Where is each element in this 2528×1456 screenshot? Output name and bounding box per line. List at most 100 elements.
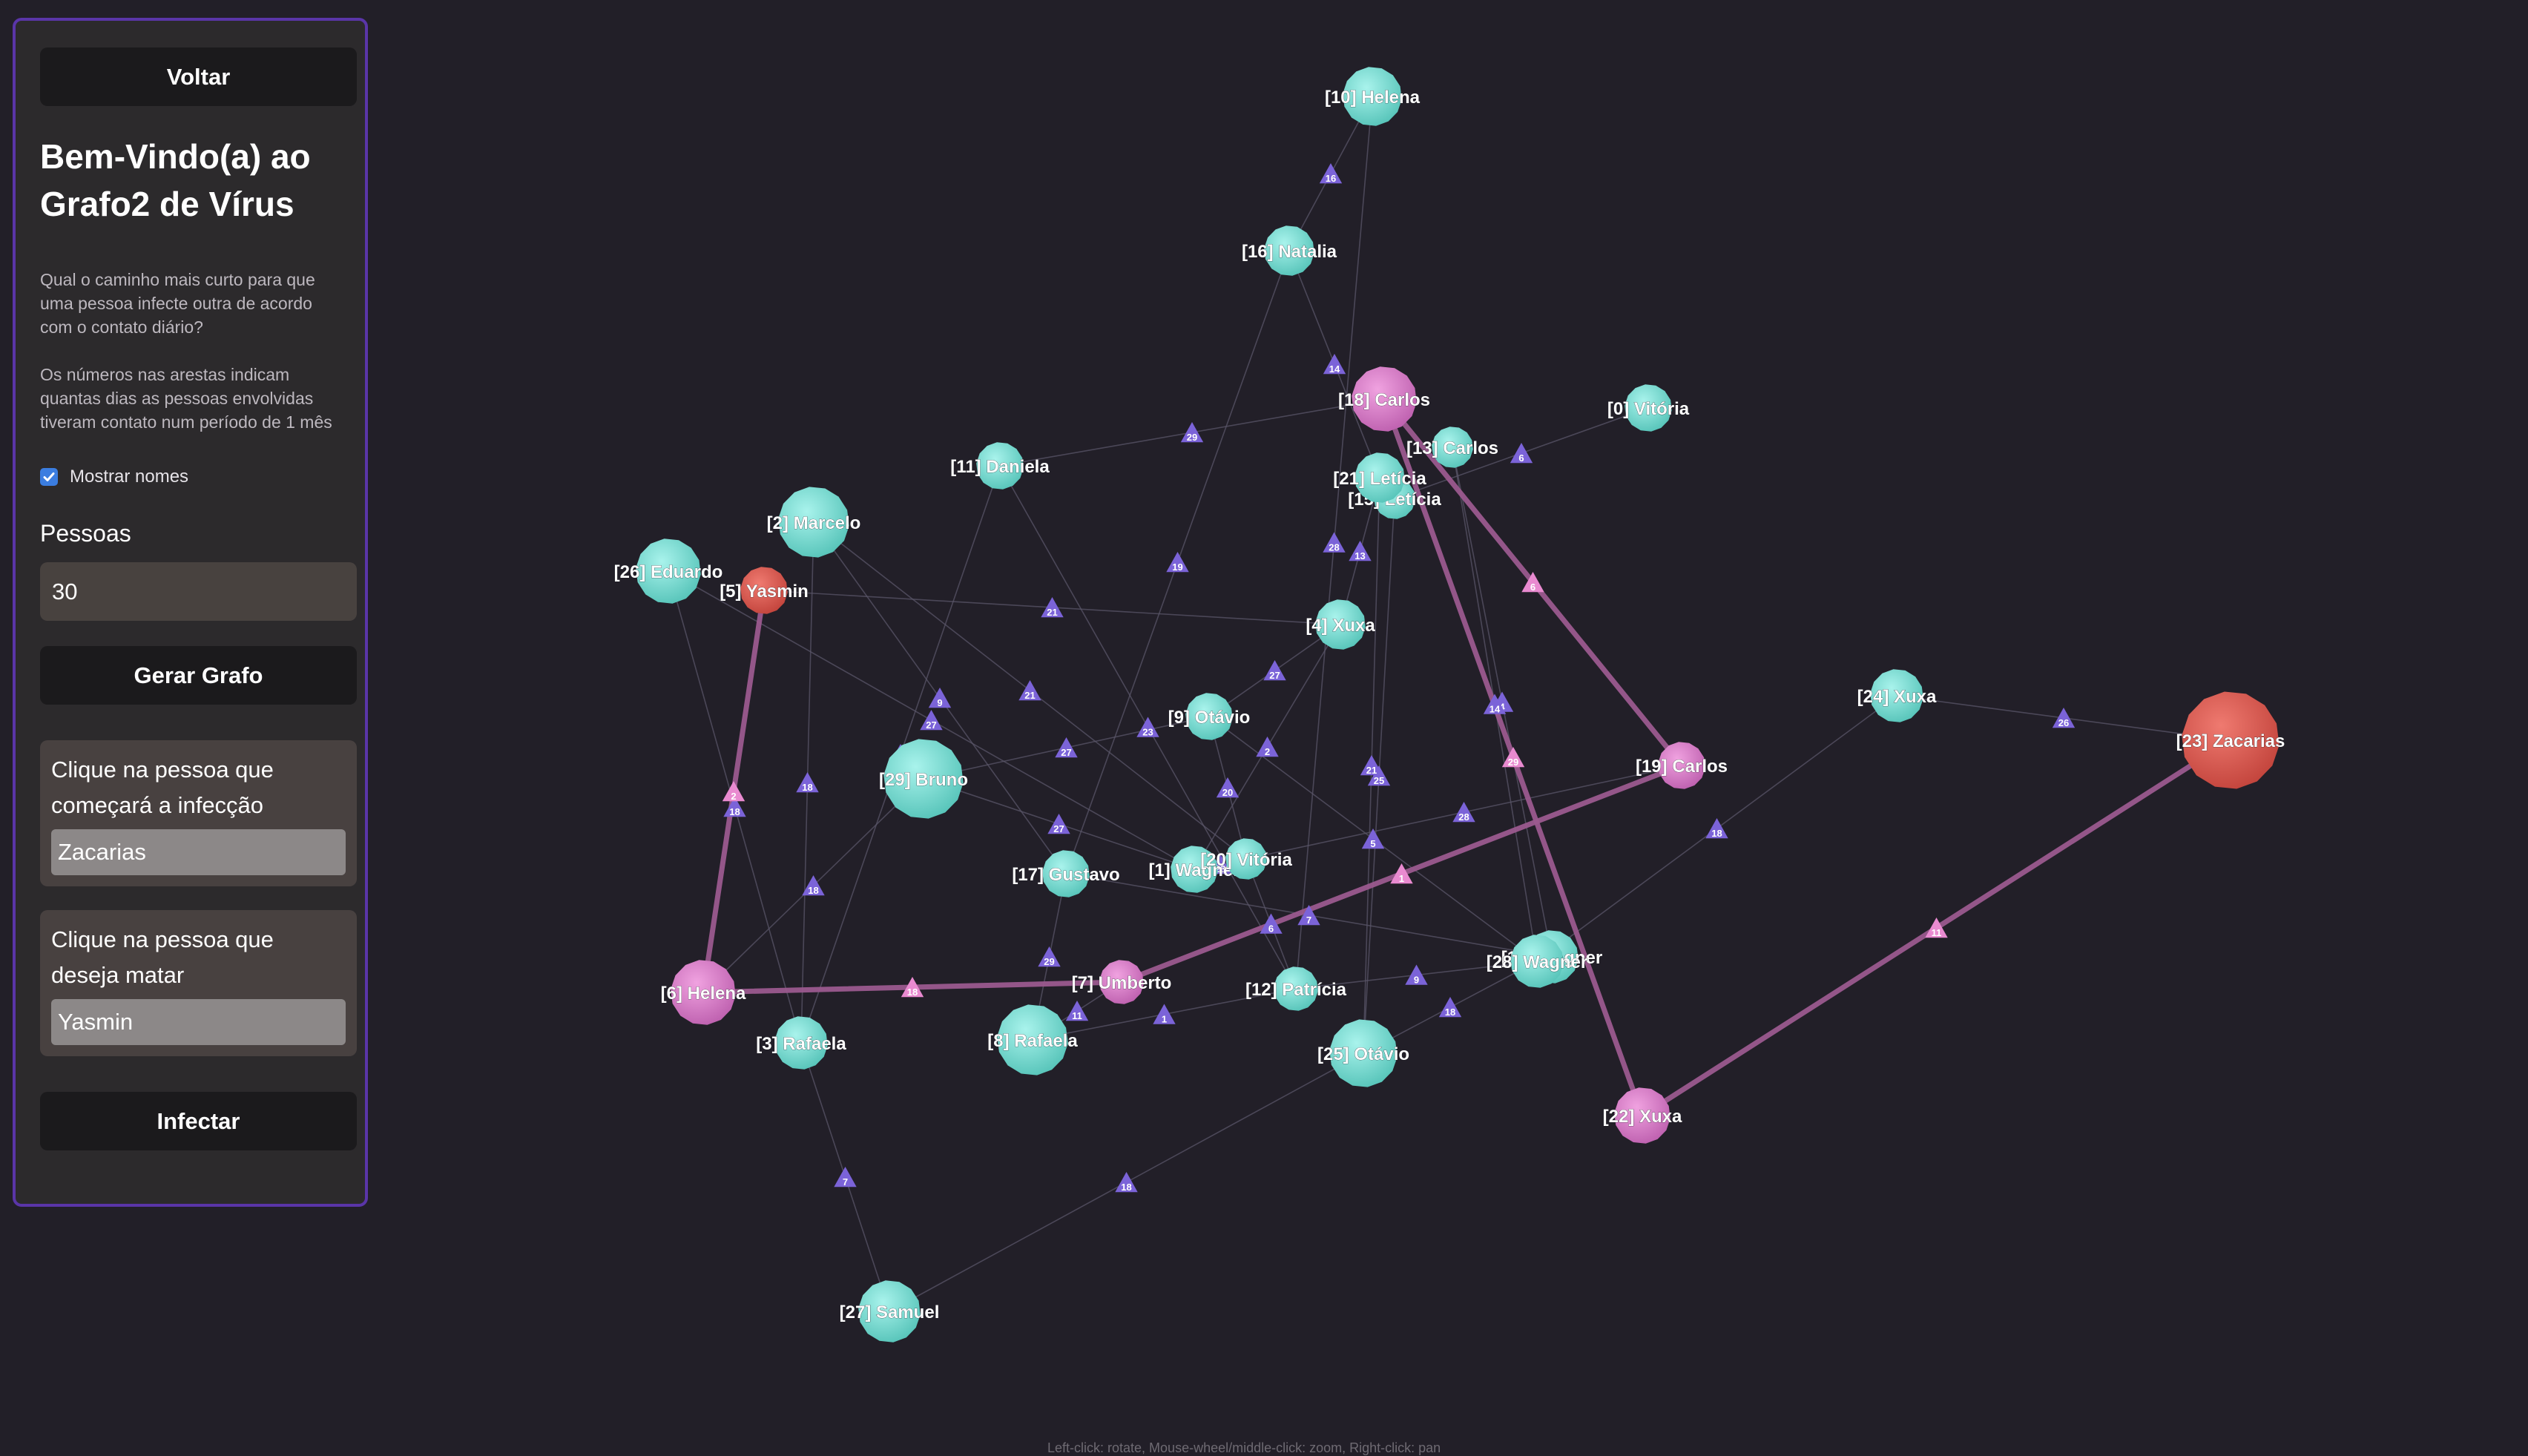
edge-weight-triangle-icon <box>1925 918 1948 938</box>
generate-graph-button[interactable]: Gerar Grafo <box>40 646 357 705</box>
person-node[interactable]: [3] Rafaela <box>756 1016 847 1070</box>
people-input[interactable]: 30 <box>40 562 357 621</box>
person-sphere-icon[interactable] <box>1432 426 1473 468</box>
person-node[interactable]: [5] Yasmin <box>720 567 809 614</box>
person-sphere-icon[interactable] <box>671 960 736 1025</box>
person-sphere-icon[interactable] <box>997 1004 1068 1075</box>
kill-person-field[interactable]: Yasmin <box>51 999 346 1045</box>
edge-weight-triangle-icon <box>1153 1004 1176 1024</box>
edge-weight-triangle-icon <box>1323 354 1346 375</box>
person-node[interactable]: [12] Patrícia <box>1245 966 1347 1011</box>
person-node[interactable]: [16] Natalia <box>1242 225 1337 276</box>
edge-weight-triangle-icon <box>1705 818 1728 839</box>
person-sphere-icon[interactable] <box>1510 935 1564 988</box>
edge-weight-label: 18 <box>907 986 918 998</box>
edge-weight-triangle-icon <box>1438 997 1462 1018</box>
person-sphere-icon[interactable] <box>1171 846 1218 893</box>
edge-weight-triangle-icon <box>2052 708 2076 728</box>
person-node[interactable]: [10] Helena <box>1325 67 1421 126</box>
edge-weight-label: 11 <box>1932 927 1942 938</box>
person-label: [13] Carlos <box>1406 438 1498 458</box>
edge-weight-triangle-icon <box>1166 552 1189 573</box>
edge-weight-triangle-icon <box>1038 946 1061 967</box>
person-sphere-icon[interactable] <box>1042 850 1090 897</box>
edge-weight-label: 14 <box>1329 363 1340 375</box>
person-sphere-icon[interactable] <box>1614 1087 1670 1144</box>
edge-weight-triangle-icon <box>1297 905 1320 926</box>
person-label: [28] Wagner <box>1487 952 1587 972</box>
person-sphere-icon[interactable] <box>1329 1019 1398 1087</box>
person-node[interactable]: [18] Carlos <box>1338 366 1430 432</box>
edge-weight-marker: 13 <box>1349 541 1372 561</box>
edge-weight-triangle-icon <box>1256 737 1279 757</box>
person-node[interactable]: [17] Gustavo <box>1012 850 1120 897</box>
person-sphere-icon[interactable] <box>858 1280 921 1343</box>
person-sphere-icon[interactable] <box>1343 67 1402 126</box>
edge-weight-label: 27 <box>1053 823 1064 834</box>
person-sphere-icon[interactable] <box>774 1016 828 1070</box>
edge-weight-label: 5 <box>1370 838 1375 849</box>
person-node[interactable]: [24] Xuxa <box>1857 669 1937 722</box>
person-sphere-icon[interactable] <box>1185 693 1233 740</box>
edge-weight-marker: 29 <box>1501 747 1525 768</box>
edge-weight-triangle-icon <box>1047 814 1070 834</box>
person-node[interactable]: [6] Helena <box>660 960 746 1025</box>
person-label: [24] Xuxa <box>1857 687 1937 707</box>
person-label: [16] Natalia <box>1242 242 1337 262</box>
person-node[interactable]: [9] Otávio <box>1168 693 1251 740</box>
person-sphere-icon[interactable] <box>976 442 1024 490</box>
person-node[interactable]: [21] Letícia <box>1333 452 1427 503</box>
person-label: [9] Otávio <box>1168 708 1251 728</box>
people-label: Pessoas <box>40 520 131 547</box>
person-sphere-icon[interactable] <box>2182 691 2280 789</box>
person-node[interactable]: [19] Carlos <box>1636 742 1728 789</box>
person-node[interactable]: [25] Otávio <box>1317 1019 1409 1087</box>
edge-weight-marker: 1 <box>1390 863 1413 884</box>
person-label: [21] Letícia <box>1333 469 1426 489</box>
start-person-field[interactable]: Zacarias <box>51 829 346 875</box>
show-names-row[interactable]: Mostrar nomes <box>40 467 340 487</box>
person-sphere-icon[interactable] <box>778 487 849 558</box>
person-node[interactable]: [2] Marcelo <box>766 487 861 558</box>
person-sphere-icon[interactable] <box>1315 599 1366 650</box>
edge-weight-triangle-icon <box>834 1167 857 1187</box>
person-label: [20] Vitória <box>1200 850 1292 870</box>
person-node[interactable]: [29] Bruno <box>879 739 968 819</box>
edge-weight-triangle-icon <box>1349 541 1372 561</box>
person-sphere-icon[interactable] <box>1225 838 1267 880</box>
show-names-checkbox[interactable] <box>40 468 58 486</box>
infect-button[interactable]: Infectar <box>40 1092 357 1150</box>
person-sphere-icon[interactable] <box>740 567 788 614</box>
person-node[interactable]: [13] Carlos <box>1406 426 1498 468</box>
person-node[interactable]: [27] Samuel <box>839 1280 940 1343</box>
kill-person-label: Clique na pessoa que deseja matar <box>51 926 274 988</box>
person-node[interactable]: [7] Umberto <box>1071 960 1172 1004</box>
person-sphere-icon[interactable] <box>1274 966 1318 1011</box>
person-node[interactable]: [20] Vitória <box>1200 838 1293 880</box>
person-sphere-icon[interactable] <box>1625 384 1672 432</box>
back-button[interactable]: Voltar <box>40 47 357 106</box>
person-node[interactable]: [4] Xuxa <box>1306 599 1376 650</box>
person-sphere-icon[interactable] <box>1264 225 1314 276</box>
person-node[interactable]: [23] Zacarias <box>2176 691 2285 789</box>
nodes-layer[interactable]: [0] Vitória [1] Wagner [2] Marcelo [3] Rafa… <box>613 67 2285 1343</box>
person-node[interactable]: [1] Wagner <box>1148 846 1240 893</box>
page-title: Bem-Vindo(a) ao Grafo2 de Vírus <box>40 137 311 223</box>
person-node[interactable]: [26] Eduardo <box>613 538 723 604</box>
edge-weight-triangle-icon <box>1260 913 1283 934</box>
person-sphere-icon[interactable] <box>1870 669 1923 722</box>
person-sphere-icon[interactable] <box>1099 960 1144 1004</box>
person-node[interactable]: [28] Wagner <box>1486 935 1588 988</box>
edge-weight-label: 18 <box>1711 828 1722 839</box>
person-node[interactable]: [11] Daniela <box>950 442 1050 490</box>
person-sphere-icon[interactable] <box>1354 452 1405 503</box>
person-node[interactable]: [0] Vitória <box>1607 384 1690 432</box>
person-sphere-icon[interactable] <box>1658 742 1705 789</box>
person-node[interactable]: [8] Rafaela <box>987 1004 1079 1075</box>
person-node[interactable]: [22] Xuxa <box>1602 1087 1682 1144</box>
person-sphere-icon[interactable] <box>1352 366 1417 432</box>
edge-weight-marker: 27 <box>1047 814 1070 834</box>
person-sphere-icon[interactable] <box>883 739 964 819</box>
person-sphere-icon[interactable] <box>636 538 701 604</box>
